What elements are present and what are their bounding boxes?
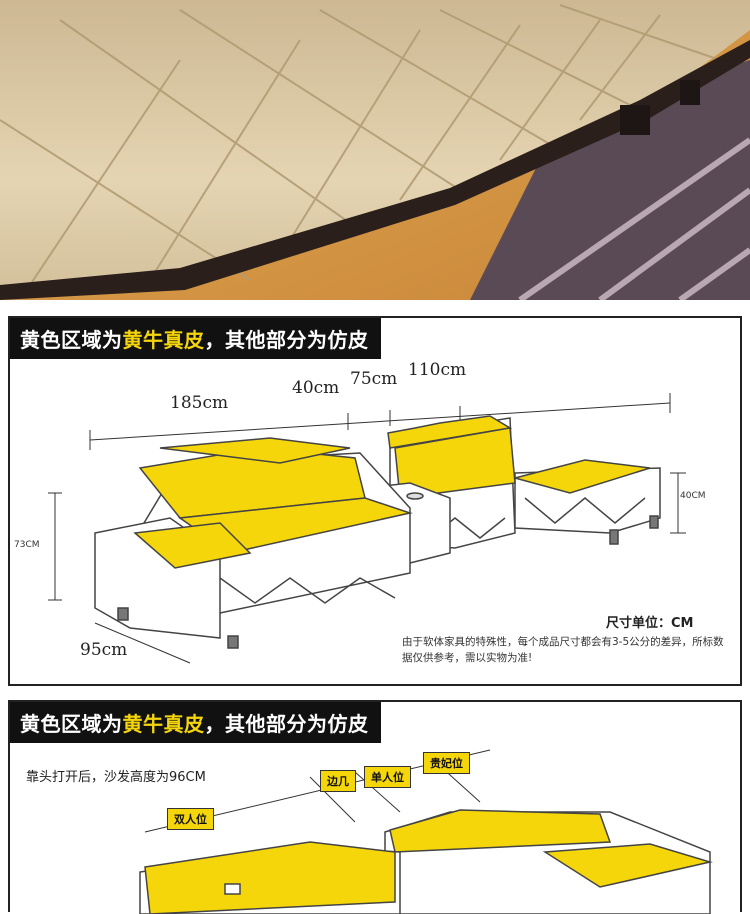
leather-banner: 黄色区域为黄牛真皮，其他部分为仿皮 [10,318,381,359]
sofa-dimension-drawing [48,393,686,664]
size-disclaimer: 由于软体家具的特殊性，每个成品尺寸都会有3-5公分的差异，所标数据仅供参考，需以… [402,636,724,664]
depth-95: 95cm [80,640,128,660]
banner-highlight-2: 黄牛真皮 [122,712,205,736]
length-40: 40cm [292,378,340,398]
dimensions-panel: 黄色区域为黄牛真皮，其他部分为仿皮 [8,316,742,686]
sofa-closeup-illustration [0,0,750,300]
unit-label: 尺寸单位：CM [606,616,694,631]
label-side-table: 边几 [320,770,356,792]
banner-prefix-2: 黄色区域为 [20,712,123,736]
banner-highlight: 黄牛真皮 [122,328,205,352]
height-40: 40CM [680,491,706,501]
banner-suffix: ，其他部分为仿皮 [204,328,369,352]
headrest-note: 靠头打开后，沙发高度为96CM [26,770,206,785]
leather-banner-2: 黄色区域为黄牛真皮，其他部分为仿皮 [10,702,381,743]
banner-prefix: 黄色区域为 [20,328,123,352]
length-110: 110cm [408,360,467,380]
sofa-closeup-photo [0,0,750,300]
length-75: 75cm [350,369,398,389]
label-double-seat: 双人位 [167,808,214,830]
label-single-seat: 单人位 [364,766,411,788]
sofa-seats-drawing [139,749,713,914]
banner-suffix-2: ，其他部分为仿皮 [204,712,369,736]
seat-labels-panel: 黄色区域为黄牛真皮，其他部分为仿皮 靠头打开后，沙发高度为96CM 边几 单人位… [8,700,742,914]
height-73: 73CM [14,540,40,550]
label-chaise: 贵妃位 [423,752,470,774]
length-185: 185cm [170,393,229,413]
